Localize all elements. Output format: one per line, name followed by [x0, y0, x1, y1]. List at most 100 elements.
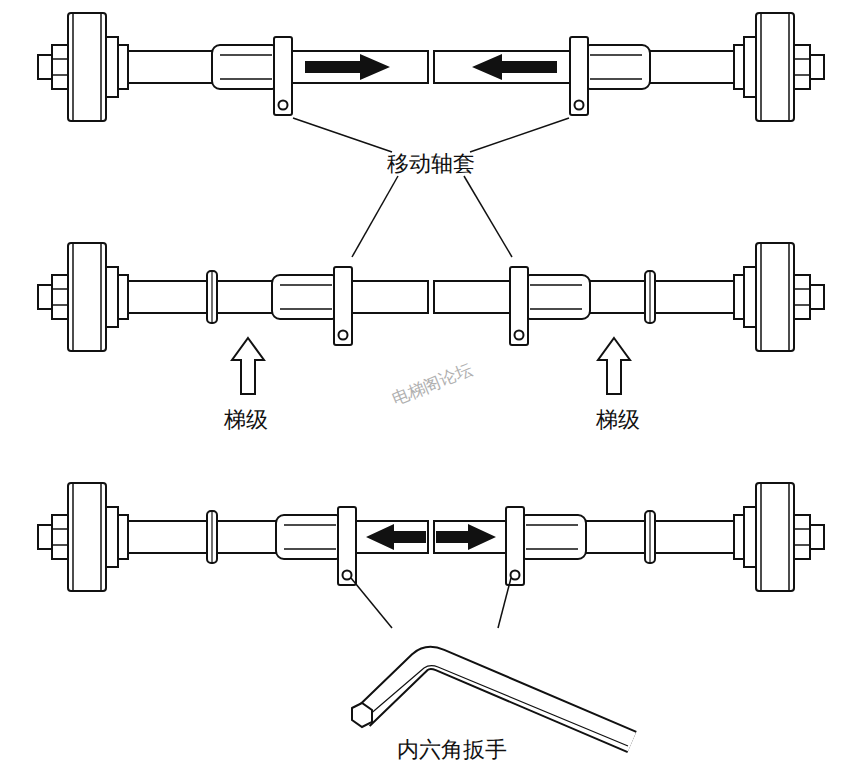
- set-screw: [339, 331, 348, 340]
- axle-half-right: [434, 243, 824, 351]
- wheel-line: [788, 13, 790, 121]
- roller-wheel: [68, 243, 106, 351]
- hub-nut: [810, 55, 824, 79]
- moving-sleeve: [518, 515, 586, 559]
- ring-line: [649, 271, 650, 323]
- set-screw: [575, 101, 584, 110]
- axle-shaft: [120, 521, 428, 553]
- sleeve-flange: [570, 37, 588, 115]
- wheel-line: [72, 13, 74, 121]
- direction-arrow: [366, 524, 426, 550]
- retaining-ring: [207, 511, 217, 563]
- leader-line: [498, 578, 511, 628]
- watermark: 电梯阁论坛: [389, 359, 475, 410]
- bearing-collar: [118, 45, 128, 89]
- bearing-flange: [744, 267, 756, 327]
- wheel-line: [760, 13, 762, 121]
- ring-line: [649, 511, 650, 563]
- hub-line: [794, 304, 810, 306]
- sleeve-flange: [338, 507, 356, 585]
- sleeve-flange: [334, 267, 352, 345]
- step-arrow: [232, 338, 264, 394]
- hub-line: [794, 58, 810, 60]
- direction-arrow: [436, 524, 496, 550]
- hex-key-body: [362, 658, 632, 742]
- set-screw: [515, 331, 524, 340]
- bearing-collar: [118, 275, 128, 319]
- direction-arrow: [305, 54, 390, 80]
- bearing-flange: [106, 267, 118, 327]
- part-label: 梯级: [596, 407, 640, 433]
- bearing-collar: [734, 45, 744, 89]
- moving-sleeve: [522, 275, 590, 319]
- wheel-line: [760, 483, 762, 591]
- bearing-collar: [118, 515, 128, 559]
- sleeve-line: [590, 55, 642, 79]
- bearing-flange: [106, 37, 118, 97]
- moving-sleeve: [212, 45, 280, 89]
- hub-line: [794, 528, 810, 530]
- moving-sleeve: [272, 275, 340, 319]
- hub-washer: [52, 515, 68, 559]
- step-arrow: [598, 338, 630, 394]
- hub-washer: [794, 45, 810, 89]
- sleeve-flange: [274, 37, 292, 115]
- wheel-line: [100, 483, 102, 591]
- hub-nut: [810, 525, 824, 549]
- leader-line: [352, 176, 398, 257]
- tool-label: 内六角扳手: [397, 737, 507, 763]
- ring-line: [211, 511, 212, 563]
- part-label: 梯级: [224, 407, 268, 433]
- axle-shaft: [434, 521, 742, 553]
- leader-line: [470, 118, 569, 152]
- ring-line: [211, 271, 212, 323]
- hub-nut: [810, 285, 824, 309]
- wheel-line: [100, 13, 102, 121]
- hub-nut: [38, 525, 52, 549]
- wheel-line: [72, 243, 74, 351]
- hub-line: [794, 288, 810, 290]
- sleeve-line: [530, 285, 582, 309]
- retaining-ring: [207, 271, 217, 323]
- hub-line: [52, 288, 68, 290]
- roller-wheel: [756, 243, 794, 351]
- bearing-collar: [734, 275, 744, 319]
- moving-sleeve: [582, 45, 650, 89]
- hub-line: [794, 74, 810, 76]
- hub-washer: [52, 45, 68, 89]
- leader-line: [464, 176, 512, 257]
- direction-arrow: [472, 54, 557, 80]
- set-screw: [343, 571, 352, 580]
- sleeve-line: [220, 55, 272, 79]
- part-label: 移动轴套: [387, 151, 475, 177]
- wheel-line: [100, 243, 102, 351]
- hub-line: [52, 304, 68, 306]
- axle-half-left: [38, 13, 428, 121]
- leader-line: [351, 578, 392, 628]
- sleeve-line: [284, 525, 336, 549]
- axle-half-left: [38, 483, 428, 591]
- moving-sleeve: [276, 515, 344, 559]
- hub-line: [794, 544, 810, 546]
- hub-line: [52, 58, 68, 60]
- bearing-flange: [744, 507, 756, 567]
- hub-line: [52, 544, 68, 546]
- hub-line: [52, 74, 68, 76]
- bearing-collar: [734, 515, 744, 559]
- bearing-flange: [106, 507, 118, 567]
- hub-nut: [38, 55, 52, 79]
- roller-wheel: [756, 13, 794, 121]
- wheel-line: [788, 243, 790, 351]
- wheel-line: [788, 483, 790, 591]
- hub-washer: [794, 275, 810, 319]
- hex-key-tip: [352, 703, 372, 727]
- axle-half-right: [434, 483, 824, 591]
- set-screw: [511, 571, 520, 580]
- axle-half-left: [38, 243, 428, 351]
- leader-line: [293, 118, 392, 152]
- retaining-ring: [645, 271, 655, 323]
- sleeve-line: [280, 285, 332, 309]
- roller-wheel: [756, 483, 794, 591]
- axle-half-right: [434, 13, 824, 121]
